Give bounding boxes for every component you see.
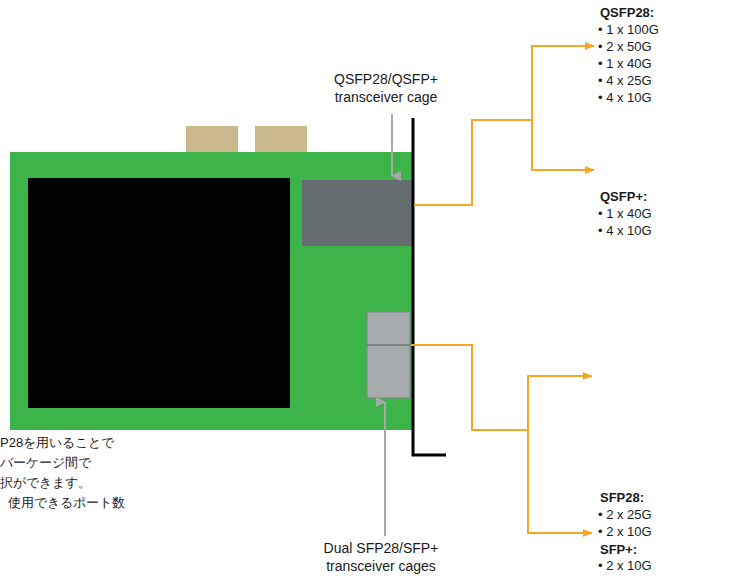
speed-option: • 1 x 40G [598, 55, 652, 72]
speed-option: • 2 x 10G [598, 523, 652, 540]
speed-option: • 2 x 50G [598, 38, 652, 55]
orange-branch [411, 345, 528, 430]
speed-option: • 1 x 100G [598, 21, 659, 38]
cage-label: QSFP28/QSFP+ transceiver cage [318, 70, 454, 106]
chip [28, 178, 290, 408]
note-text: 択ができます。 [0, 473, 91, 493]
port-heading: QSFP+: [600, 188, 647, 205]
orange-branch [527, 376, 529, 533]
orange-branch [531, 46, 533, 170]
pointer-arrow [384, 402, 386, 536]
circuit-board [10, 152, 414, 430]
top-connector [255, 126, 307, 154]
speed-option: • 4 x 10G [598, 89, 652, 106]
note-text: バーケージ間で [0, 453, 91, 473]
mounting-bracket [413, 118, 446, 455]
orange-arrow [527, 532, 592, 534]
speed-option: • 1 x 40G [598, 205, 652, 222]
orange-arrow [527, 375, 592, 377]
cage-divider [367, 344, 410, 346]
note-text: 使用できるポート数 [8, 493, 125, 513]
cage-label: Dual SFP28/SFP+ transceiver cages [306, 539, 456, 575]
speed-option: • 2 x 25G [598, 506, 652, 523]
orange-arrow [531, 169, 594, 171]
qsfp-cage [302, 180, 412, 246]
port-heading: QSFP28: [600, 4, 654, 21]
speed-option: • 4 x 10G [598, 222, 652, 239]
port-heading: SFP28: [600, 489, 644, 506]
speed-option: • 2 x 10G [598, 557, 652, 574]
port-heading: SFP+: [600, 541, 637, 558]
pointer-arrow [391, 114, 393, 176]
orange-arrow [531, 45, 594, 47]
note-text: P28を用いることで [0, 433, 114, 453]
top-connector [186, 126, 238, 154]
sfp-cages [367, 312, 410, 398]
speed-option: • 4 x 25G [598, 72, 652, 89]
orange-branch [414, 120, 532, 205]
